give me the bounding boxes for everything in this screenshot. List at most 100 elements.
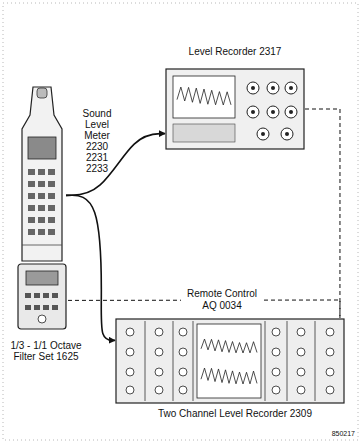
chart-trace [201,368,257,384]
module-divider [145,321,146,401]
module-knob [155,386,163,394]
module-knob [272,386,280,394]
recorder-knob [281,128,293,140]
device-illustration [115,318,345,404]
knob-center [289,110,293,114]
module-knob [297,328,305,336]
meter-key [48,181,55,187]
filter-key [43,293,49,298]
meter-key [38,181,45,187]
remote-control-line [305,109,340,318]
octave-filter-set: 1/3 - 1/1 Octave Filter Set 1625 [10,263,102,366]
recorder-knob [247,82,259,94]
device-label: Sound Level Meter 2230 2231 2233 [74,108,120,174]
device-label: Level Recorder 2317 [165,46,305,57]
module-knob [326,368,334,376]
device-illustration [16,263,68,331]
recorder-knob [285,106,297,118]
module-knob [297,348,305,356]
filter-key [34,305,40,310]
meter-key [28,181,35,187]
chart-trace [177,87,231,105]
module-knob [155,348,163,356]
module-knob [326,348,334,356]
device-illustration [165,68,305,150]
meter-body [22,87,62,261]
module-knob [326,328,334,336]
filter-key [25,305,31,310]
recorder-knob [247,106,259,118]
filter-key [52,293,58,298]
filter-body [18,264,66,329]
module-knob [179,368,187,376]
recorder-case [166,69,304,149]
module-knob [179,348,187,356]
knob-center [285,132,289,136]
filter-window [26,271,58,285]
recorder-knob [285,82,297,94]
meter-key [28,229,35,235]
two-channel-level-recorder: Two Channel Level Recorder 2309 [110,314,350,423]
knob-center [261,132,265,136]
filter-key [43,305,49,310]
meter-key [28,205,35,211]
knob-center [271,86,275,90]
module-knob [179,328,187,336]
meter-display [28,137,56,159]
module-divider [193,321,194,401]
filter-key [34,293,40,298]
filter-knob [38,315,46,323]
meter-key [48,193,55,199]
meter-key [48,229,55,235]
recorder-knob [267,82,279,94]
meter-key [28,169,35,175]
chart-paper [197,324,261,398]
module-knob [179,386,187,394]
module-knob [272,328,280,336]
module-divider [173,321,174,401]
filter-key [25,293,31,298]
signal-cable [66,195,115,340]
module-knob [155,368,163,376]
recorder-knob [257,128,269,140]
recorder-knob [267,106,279,118]
signal-cable [66,134,165,196]
chart-trace [201,339,257,353]
meter-key [28,217,35,223]
meter-seam [22,245,62,246]
meter-key [28,193,35,199]
recorder-case [116,319,344,403]
module-knob [297,386,305,394]
knob-center [289,86,293,90]
module-divider [265,321,266,401]
frame-border [3,3,358,440]
filter-key [52,305,58,310]
knob-center [251,86,255,90]
module-knob [126,386,134,394]
chart-window [173,76,235,118]
knob-center [251,110,255,114]
device-label: 1/3 - 1/1 Octave Filter Set 1625 [10,340,82,362]
module-divider [287,321,288,401]
meter-key [38,193,45,199]
meter-key [38,217,45,223]
microphone [37,88,47,98]
module-knob [297,368,305,376]
module-knob [272,348,280,356]
knob-center [271,110,275,114]
figure-number: 850217 [332,430,355,438]
meter-key [48,217,55,223]
module-divider [315,321,316,401]
module-knob [326,386,334,394]
recorder-panel [173,124,235,142]
connector-label: Remote Control AQ 0034 [181,288,263,312]
meter-key [38,229,45,235]
meter-key [38,169,45,175]
meter-key [48,169,55,175]
module-knob [155,328,163,336]
meter-key [48,205,55,211]
meter-key [38,205,45,211]
module-knob [126,348,134,356]
level-recorder: Level Recorder 2317 [160,44,310,154]
